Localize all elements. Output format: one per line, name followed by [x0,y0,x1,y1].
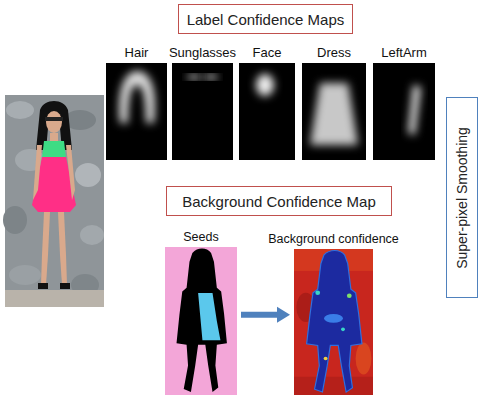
confidence-map: Sunglasses [172,63,233,160]
input-photo [3,95,104,307]
map-picture [373,63,435,160]
confidence-map: LeftArm [373,63,435,160]
process-box: Super-pixel Smoothing [446,97,478,298]
flow-arrow [241,307,290,323]
image-label: Background confidence [268,232,399,246]
seeds-image: Seeds [165,247,237,395]
map-picture [106,63,167,160]
image-label: Hair [125,45,149,60]
box-label: Super-pixel Smoothing [454,127,470,269]
confidence-map: Hair [106,63,167,160]
image-label: Seeds [183,230,218,244]
section-heading-box: Background Confidence Map [166,186,392,216]
image-label: Dress [317,45,351,60]
image-label: LeftArm [381,45,427,60]
box-label: Background Confidence Map [182,193,375,210]
arrow-head [277,307,290,323]
image-label: Face [253,45,282,60]
map-picture [302,63,366,160]
section-heading-box: Label Confidence Maps [178,4,354,34]
map-picture [172,63,233,160]
map-picture [294,249,373,395]
background-confidence-image: Background confidence [294,249,373,395]
map-picture [239,63,295,160]
map-picture [165,247,237,395]
box-label: Label Confidence Maps [187,11,345,28]
arrow-shaft [241,312,277,318]
confidence-map: Dress [302,63,366,160]
confidence-map: Face [239,63,295,160]
image-label: Sunglasses [169,45,236,60]
